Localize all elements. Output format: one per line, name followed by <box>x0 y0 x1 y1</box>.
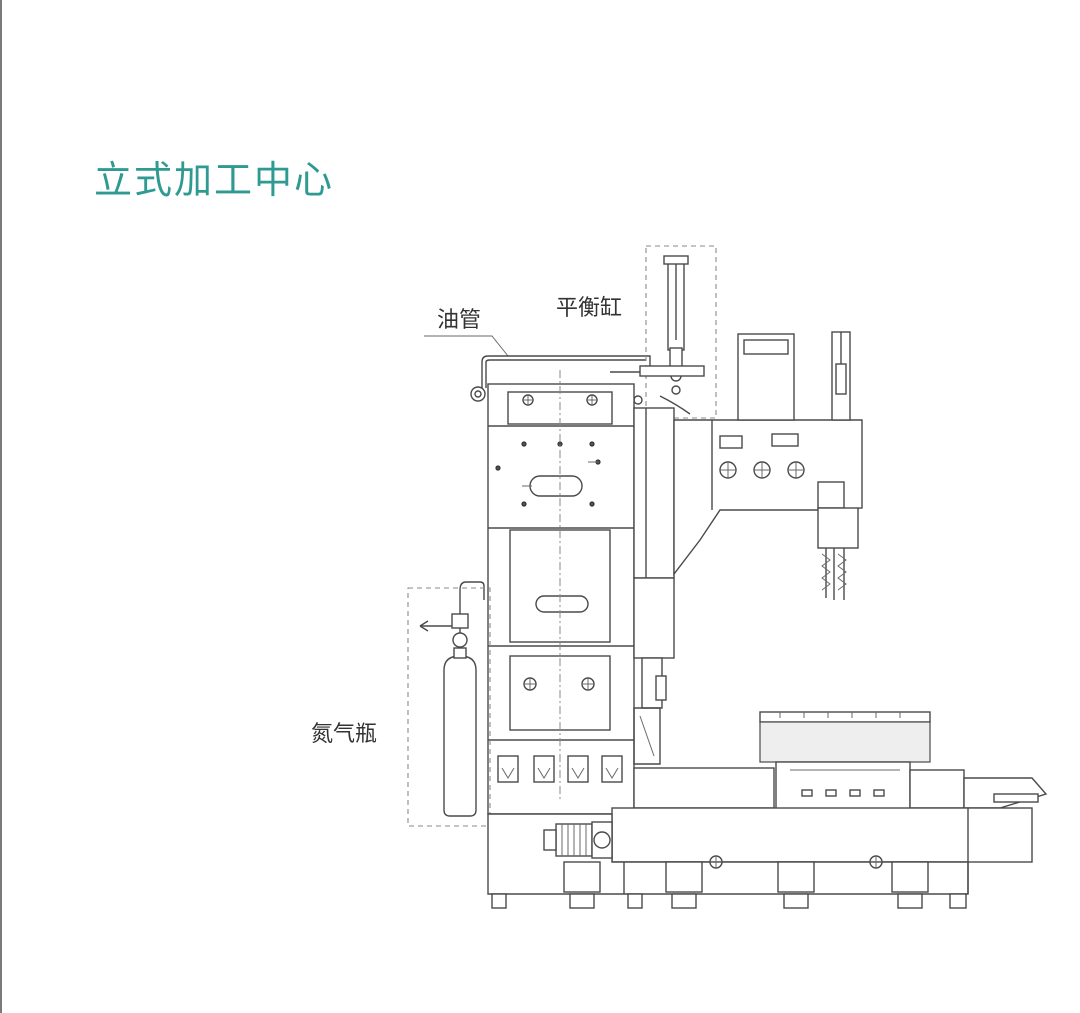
balance-cylinder <box>610 255 705 415</box>
oil-pipe <box>459 355 651 612</box>
spindle-carriage <box>633 407 675 765</box>
spindle-head <box>673 331 863 600</box>
page-left-border <box>0 0 2 1013</box>
nitrogen-bottle <box>419 612 477 817</box>
column <box>487 370 635 815</box>
page-title: 立式加工中心 <box>94 158 335 203</box>
balance-cylinder-boundary <box>645 245 717 419</box>
leader-oil-pipe <box>424 335 509 357</box>
label-nitrogen-bottle: 氮气瓶 <box>311 722 378 747</box>
x-axis-motor <box>543 821 613 859</box>
nitrogen-bottle-boundary <box>407 587 491 827</box>
worktable <box>759 711 931 813</box>
label-oil-pipe: 油管 <box>437 308 482 333</box>
label-balance-cylinder: 平衡缸 <box>556 296 623 321</box>
